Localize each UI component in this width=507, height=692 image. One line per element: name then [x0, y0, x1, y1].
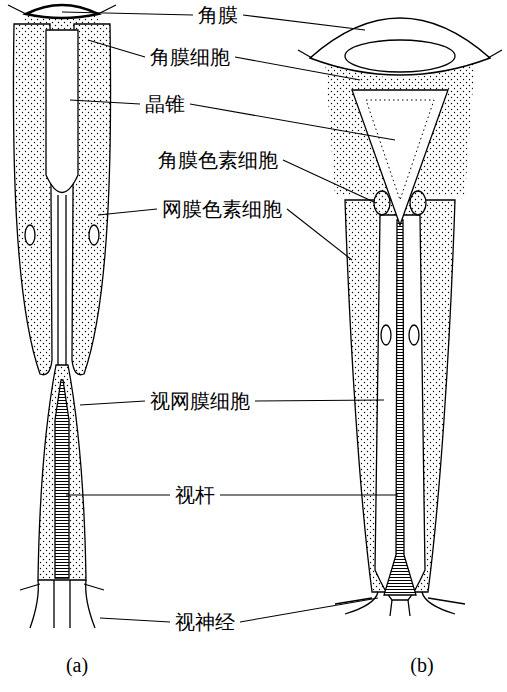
crystalline-cone [352, 90, 448, 225]
figure-label: (b) [409, 654, 434, 676]
part-label: 角膜细胞 [149, 46, 231, 68]
leader-line [243, 15, 365, 30]
part-label: 角膜色素细胞 [157, 149, 279, 171]
ommatidium-b [298, 18, 502, 616]
part-label: 视网膜细胞 [149, 390, 251, 412]
leader-line [190, 104, 395, 140]
retinula-cell [38, 365, 86, 580]
crystalline-cone [46, 30, 78, 193]
part-label: 晶锥 [144, 93, 186, 115]
leader-line [220, 494, 398, 495]
leader-line [283, 160, 376, 203]
leader-line [88, 40, 145, 57]
part-label: 视神经 [174, 611, 236, 633]
leader-line [98, 209, 157, 215]
cornea [26, 5, 98, 18]
nucleus [409, 325, 419, 345]
cone-stalk [58, 195, 66, 370]
part-label: 视杆 [174, 484, 216, 506]
corneal-pigment-cell [374, 191, 390, 215]
leader-line [62, 12, 193, 15]
nucleus [381, 325, 391, 345]
rhabdom [384, 220, 416, 595]
optic-nerve [30, 580, 95, 628]
cornea-edge [298, 50, 502, 58]
part-label: 网膜色素细胞 [161, 198, 283, 220]
figure-label: (a) [65, 654, 89, 676]
leader-line [66, 494, 170, 495]
nucleus [25, 225, 35, 245]
leader-line [240, 598, 378, 622]
rhabdom [55, 380, 69, 578]
optic-nerve [345, 592, 455, 616]
part-label: 角膜 [197, 4, 239, 26]
basement-membrane [20, 584, 104, 590]
leader-line [100, 618, 170, 622]
leader-line [287, 209, 352, 260]
cone-core [366, 100, 434, 200]
nucleus [89, 225, 99, 245]
leader-line [80, 401, 145, 405]
leader-line [235, 57, 360, 80]
basement-membrane [335, 598, 465, 604]
ommatidium-a [8, 5, 116, 628]
cornea-lens [345, 40, 455, 72]
leader-line [255, 400, 384, 401]
retinula-cell [375, 215, 425, 600]
leader-line [70, 100, 140, 104]
corneal-pigment-cell [410, 191, 426, 215]
